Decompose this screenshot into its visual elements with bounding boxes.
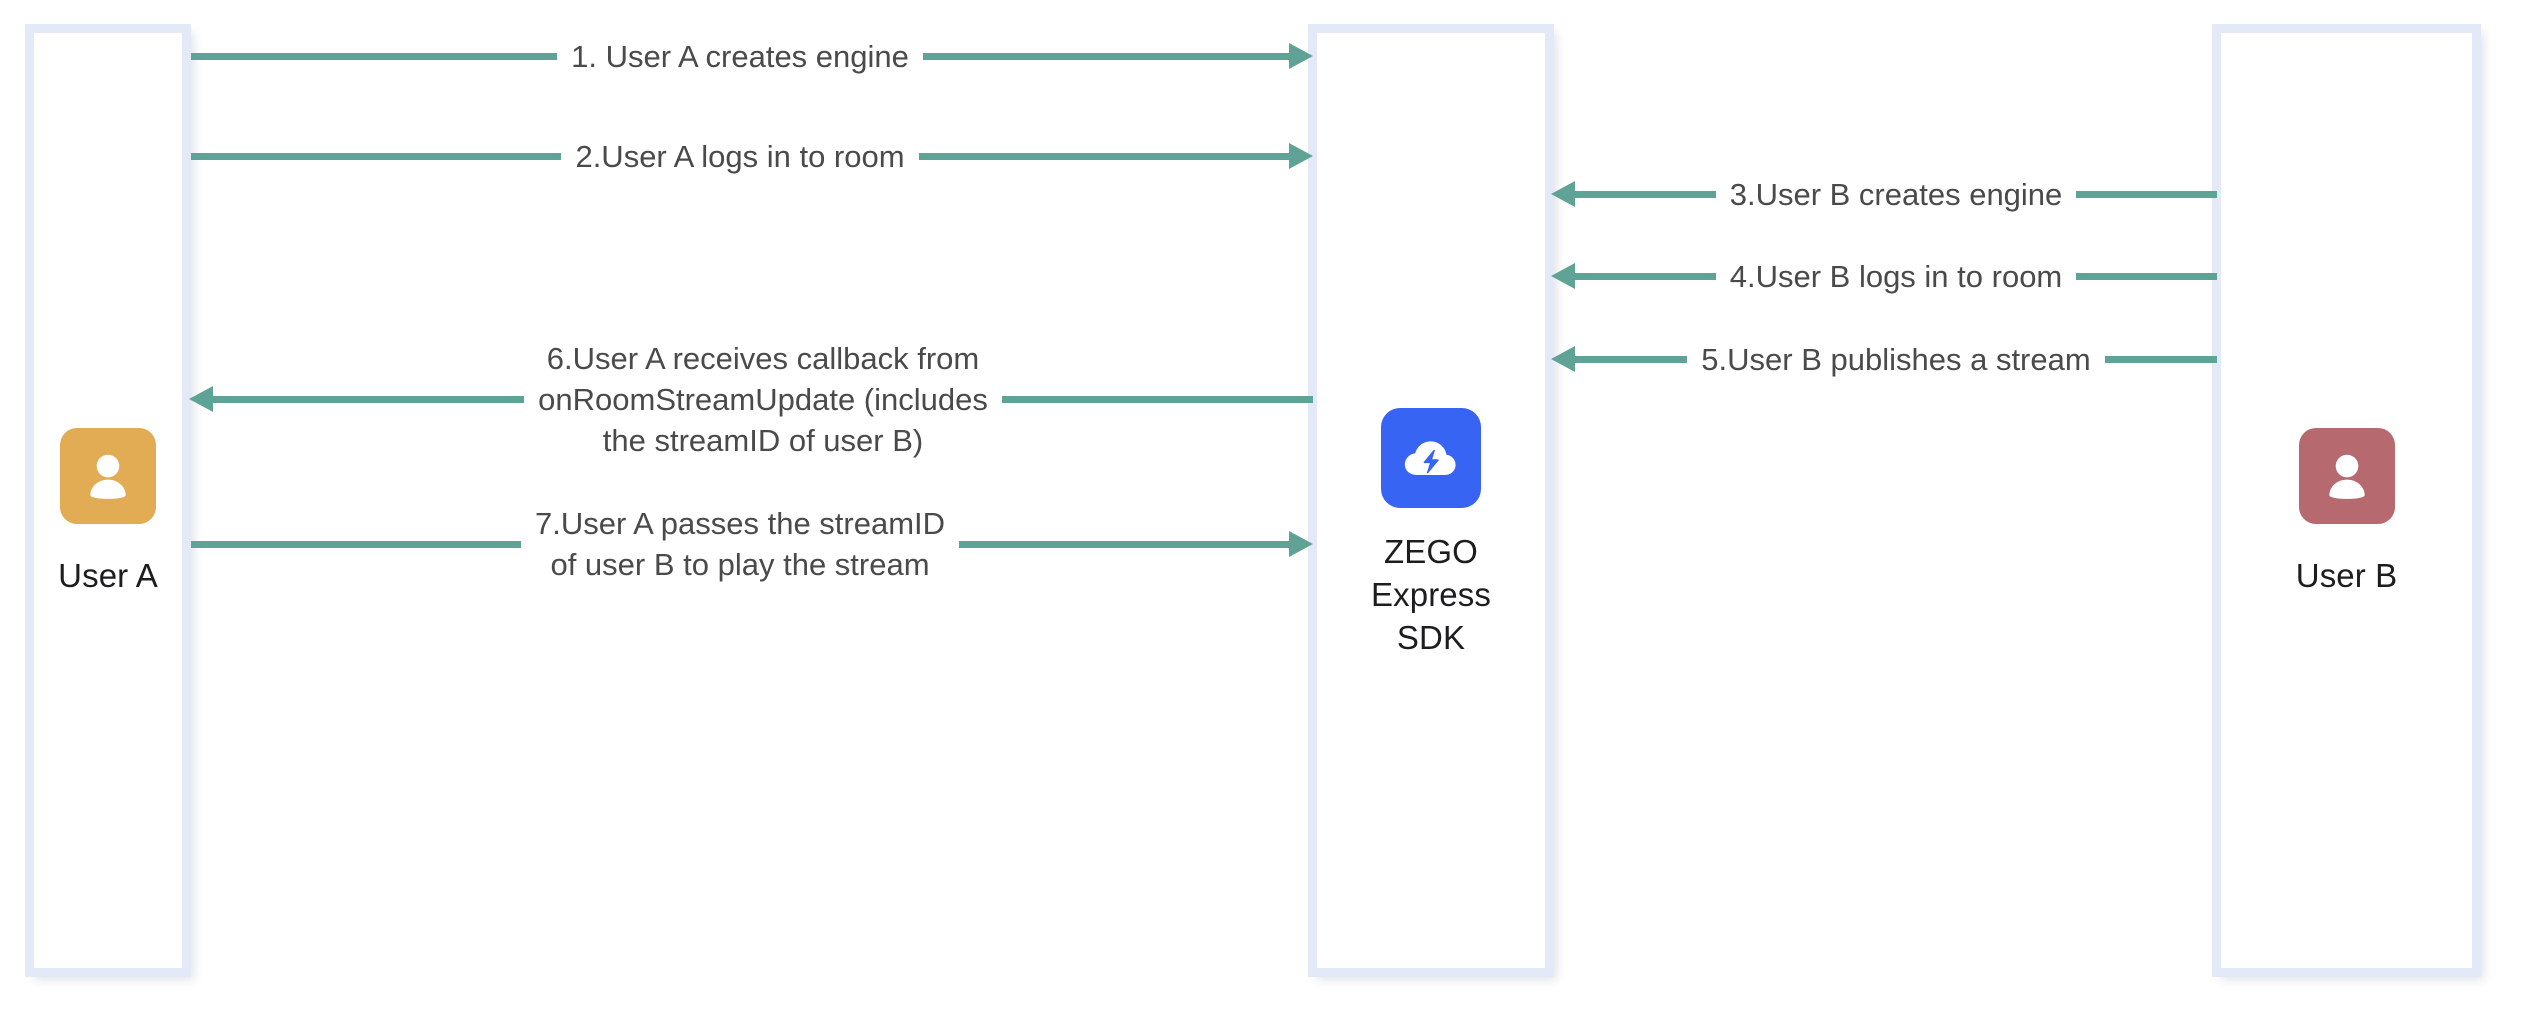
- message-label-2: 2.User A logs in to room: [575, 138, 905, 174]
- connector-segment: [2076, 190, 2218, 198]
- arrowhead-right-icon: [1289, 43, 1314, 69]
- actor-label-user-a: User A: [58, 557, 158, 594]
- arrowhead-left-icon: [1551, 181, 1575, 207]
- message-label-7: 7.User A passes the streamID of user B t…: [534, 506, 946, 582]
- lifeline-user-b: User B: [2212, 24, 2481, 977]
- message-label-6: 6.User A receives callback from onRoomSt…: [538, 340, 988, 458]
- arrowhead-right-icon: [1289, 531, 1314, 557]
- actor-user-a: User A: [34, 428, 182, 597]
- connector-segment: [2076, 272, 2217, 280]
- arrowhead-right-icon: [1289, 143, 1314, 169]
- arrowhead-left-icon: [1551, 263, 1575, 289]
- actor-zego-sdk: ZEGO Express SDK: [1317, 408, 1545, 659]
- arrowhead-left-icon: [189, 386, 213, 412]
- actor-user-b: User B: [2221, 428, 2472, 597]
- connector-segment: [213, 395, 525, 403]
- connector-segment: [922, 52, 1290, 60]
- connector-segment: [191, 52, 558, 60]
- connector-segment: [959, 540, 1290, 548]
- connector-segment: [1001, 395, 1314, 403]
- arrowhead-left-icon: [1551, 346, 1575, 372]
- connector-segment: [1575, 355, 1688, 363]
- actor-label-zego-sdk: ZEGO Express SDK: [1371, 533, 1491, 656]
- connector-segment: [1575, 272, 1716, 280]
- cloud-lightning-icon: [1381, 408, 1481, 508]
- lifeline-zego-sdk: ZEGO Express SDK: [1308, 24, 1554, 977]
- lifeline-user-a: User A: [25, 24, 191, 977]
- message-label-3: 3.User B creates engine: [1729, 176, 2063, 212]
- message-label-4: 4.User B logs in to room: [1729, 258, 2063, 294]
- connector-segment: [1575, 190, 1716, 198]
- connector-segment: [918, 152, 1290, 160]
- actor-label-user-b: User B: [2295, 557, 2398, 594]
- connector-segment: [191, 152, 562, 160]
- connector-segment: [191, 540, 521, 548]
- person-avatar-icon: [60, 428, 156, 524]
- message-label-5: 5.User B publishes a stream: [1701, 341, 2091, 377]
- person-avatar-icon: [2298, 428, 2395, 524]
- connector-segment: [2104, 355, 2217, 363]
- message-label-1: 1. User A creates engine: [571, 38, 909, 74]
